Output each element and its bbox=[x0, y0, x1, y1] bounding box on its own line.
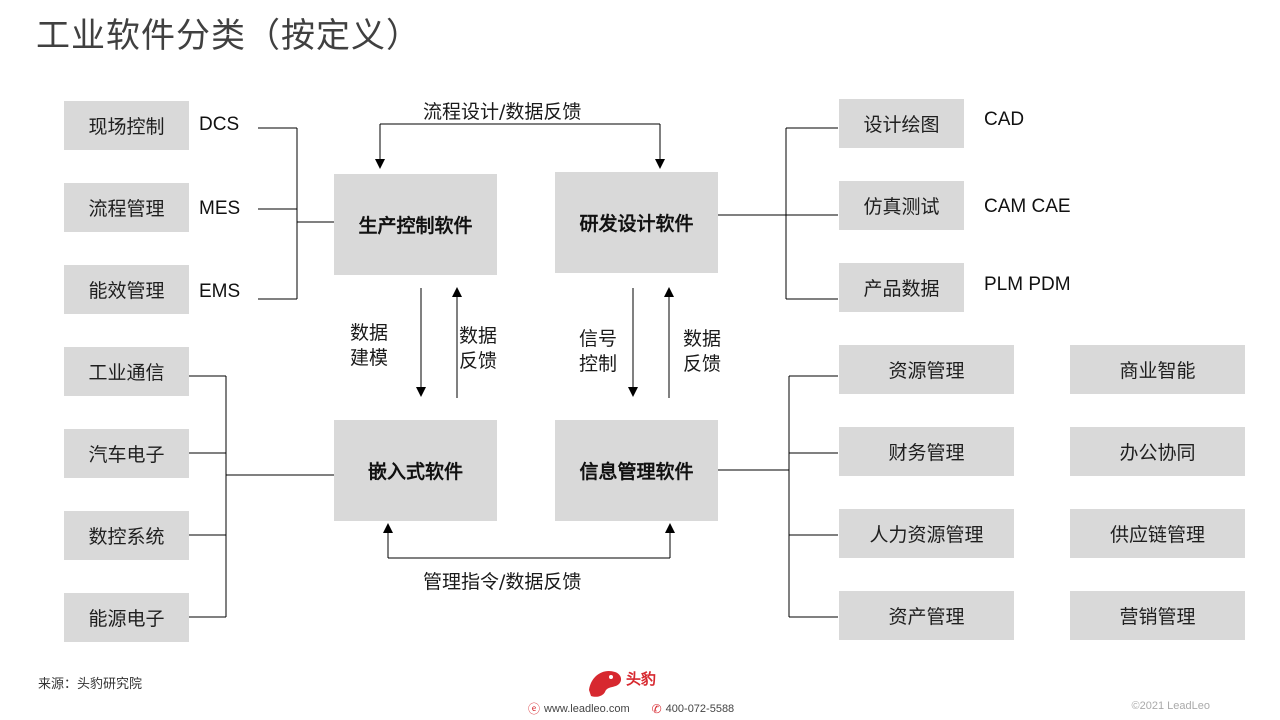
abbr-dcs: DCS bbox=[199, 114, 240, 135]
box-supply-chain-management: 供应链管理 bbox=[1070, 509, 1245, 558]
box-energy-electronics: 能源电子 bbox=[64, 593, 189, 642]
abbr-mes: MES bbox=[199, 198, 241, 219]
label-signal-control: 信号 控制 bbox=[574, 327, 622, 377]
phone-icon: ✆ bbox=[651, 701, 662, 716]
label-top-flow: 流程设计/数据反馈 bbox=[423, 101, 582, 123]
label-line: 建模 bbox=[349, 347, 388, 369]
box-business-intelligence: 商业智能 bbox=[1070, 345, 1245, 394]
box-product-data: 产品数据 bbox=[839, 263, 964, 312]
box-field-control: 现场控制 bbox=[64, 101, 189, 150]
phone-number: 400-072-5588 bbox=[665, 702, 735, 715]
website-link[interactable]: www.leadleo.com bbox=[544, 702, 630, 715]
box-embedded-software: 嵌入式软件 bbox=[334, 420, 497, 521]
label-data-modeling: 数据 建模 bbox=[345, 321, 393, 371]
brand-logo-text: 头豹 bbox=[626, 670, 657, 688]
box-finance-management: 财务管理 bbox=[839, 427, 1014, 476]
label-line: 反馈 bbox=[458, 350, 497, 372]
box-auto-electronics: 汽车电子 bbox=[64, 429, 189, 478]
label-line: 控制 bbox=[578, 353, 617, 375]
abbr-cad: CAD bbox=[984, 109, 1025, 130]
box-production-control-software: 生产控制软件 bbox=[334, 174, 497, 275]
source-note: 来源：头豹研究院 bbox=[38, 677, 143, 692]
abbr-ems: EMS bbox=[199, 281, 241, 302]
box-resource-management: 资源管理 bbox=[839, 345, 1014, 394]
label-bottom-flow: 管理指令/数据反馈 bbox=[423, 571, 582, 593]
label-line: 反馈 bbox=[682, 353, 721, 375]
label-line: 信号 bbox=[578, 328, 617, 350]
box-office-collaboration: 办公协同 bbox=[1070, 427, 1245, 476]
box-industrial-comm: 工业通信 bbox=[64, 347, 189, 396]
box-rnd-design-software: 研发设计软件 bbox=[555, 172, 718, 273]
copyright: ©2021 LeadLeo bbox=[1131, 700, 1210, 712]
box-hr-management: 人力资源管理 bbox=[839, 509, 1014, 558]
label-line: 数据 bbox=[458, 325, 497, 347]
abbr-cam-cae: CAM CAE bbox=[984, 196, 1071, 217]
abbr-plm-pdm: PLM PDM bbox=[984, 274, 1071, 295]
box-marketing-management: 营销管理 bbox=[1070, 591, 1245, 640]
label-line: 数据 bbox=[682, 328, 721, 350]
box-process-management: 流程管理 bbox=[64, 183, 189, 232]
box-design-drawing: 设计绘图 bbox=[839, 99, 964, 148]
page-title: 工业软件分类（按定义） bbox=[36, 16, 421, 56]
contact-info: ⓔ www.leadleo.com ✆ 400-072-5588 bbox=[528, 700, 734, 717]
label-data-feedback-left: 数据 反馈 bbox=[454, 324, 502, 374]
box-info-management-software: 信息管理软件 bbox=[555, 420, 718, 521]
box-energy-efficiency: 能效管理 bbox=[64, 265, 189, 314]
box-cnc-system: 数控系统 bbox=[64, 511, 189, 560]
leadleo-logo-icon bbox=[589, 670, 622, 697]
box-simulation-test: 仿真测试 bbox=[839, 181, 964, 230]
box-asset-management: 资产管理 bbox=[839, 591, 1014, 640]
web-icon: ⓔ bbox=[528, 702, 541, 716]
label-data-feedback-right: 数据 反馈 bbox=[678, 327, 726, 377]
label-line: 数据 bbox=[349, 322, 388, 344]
